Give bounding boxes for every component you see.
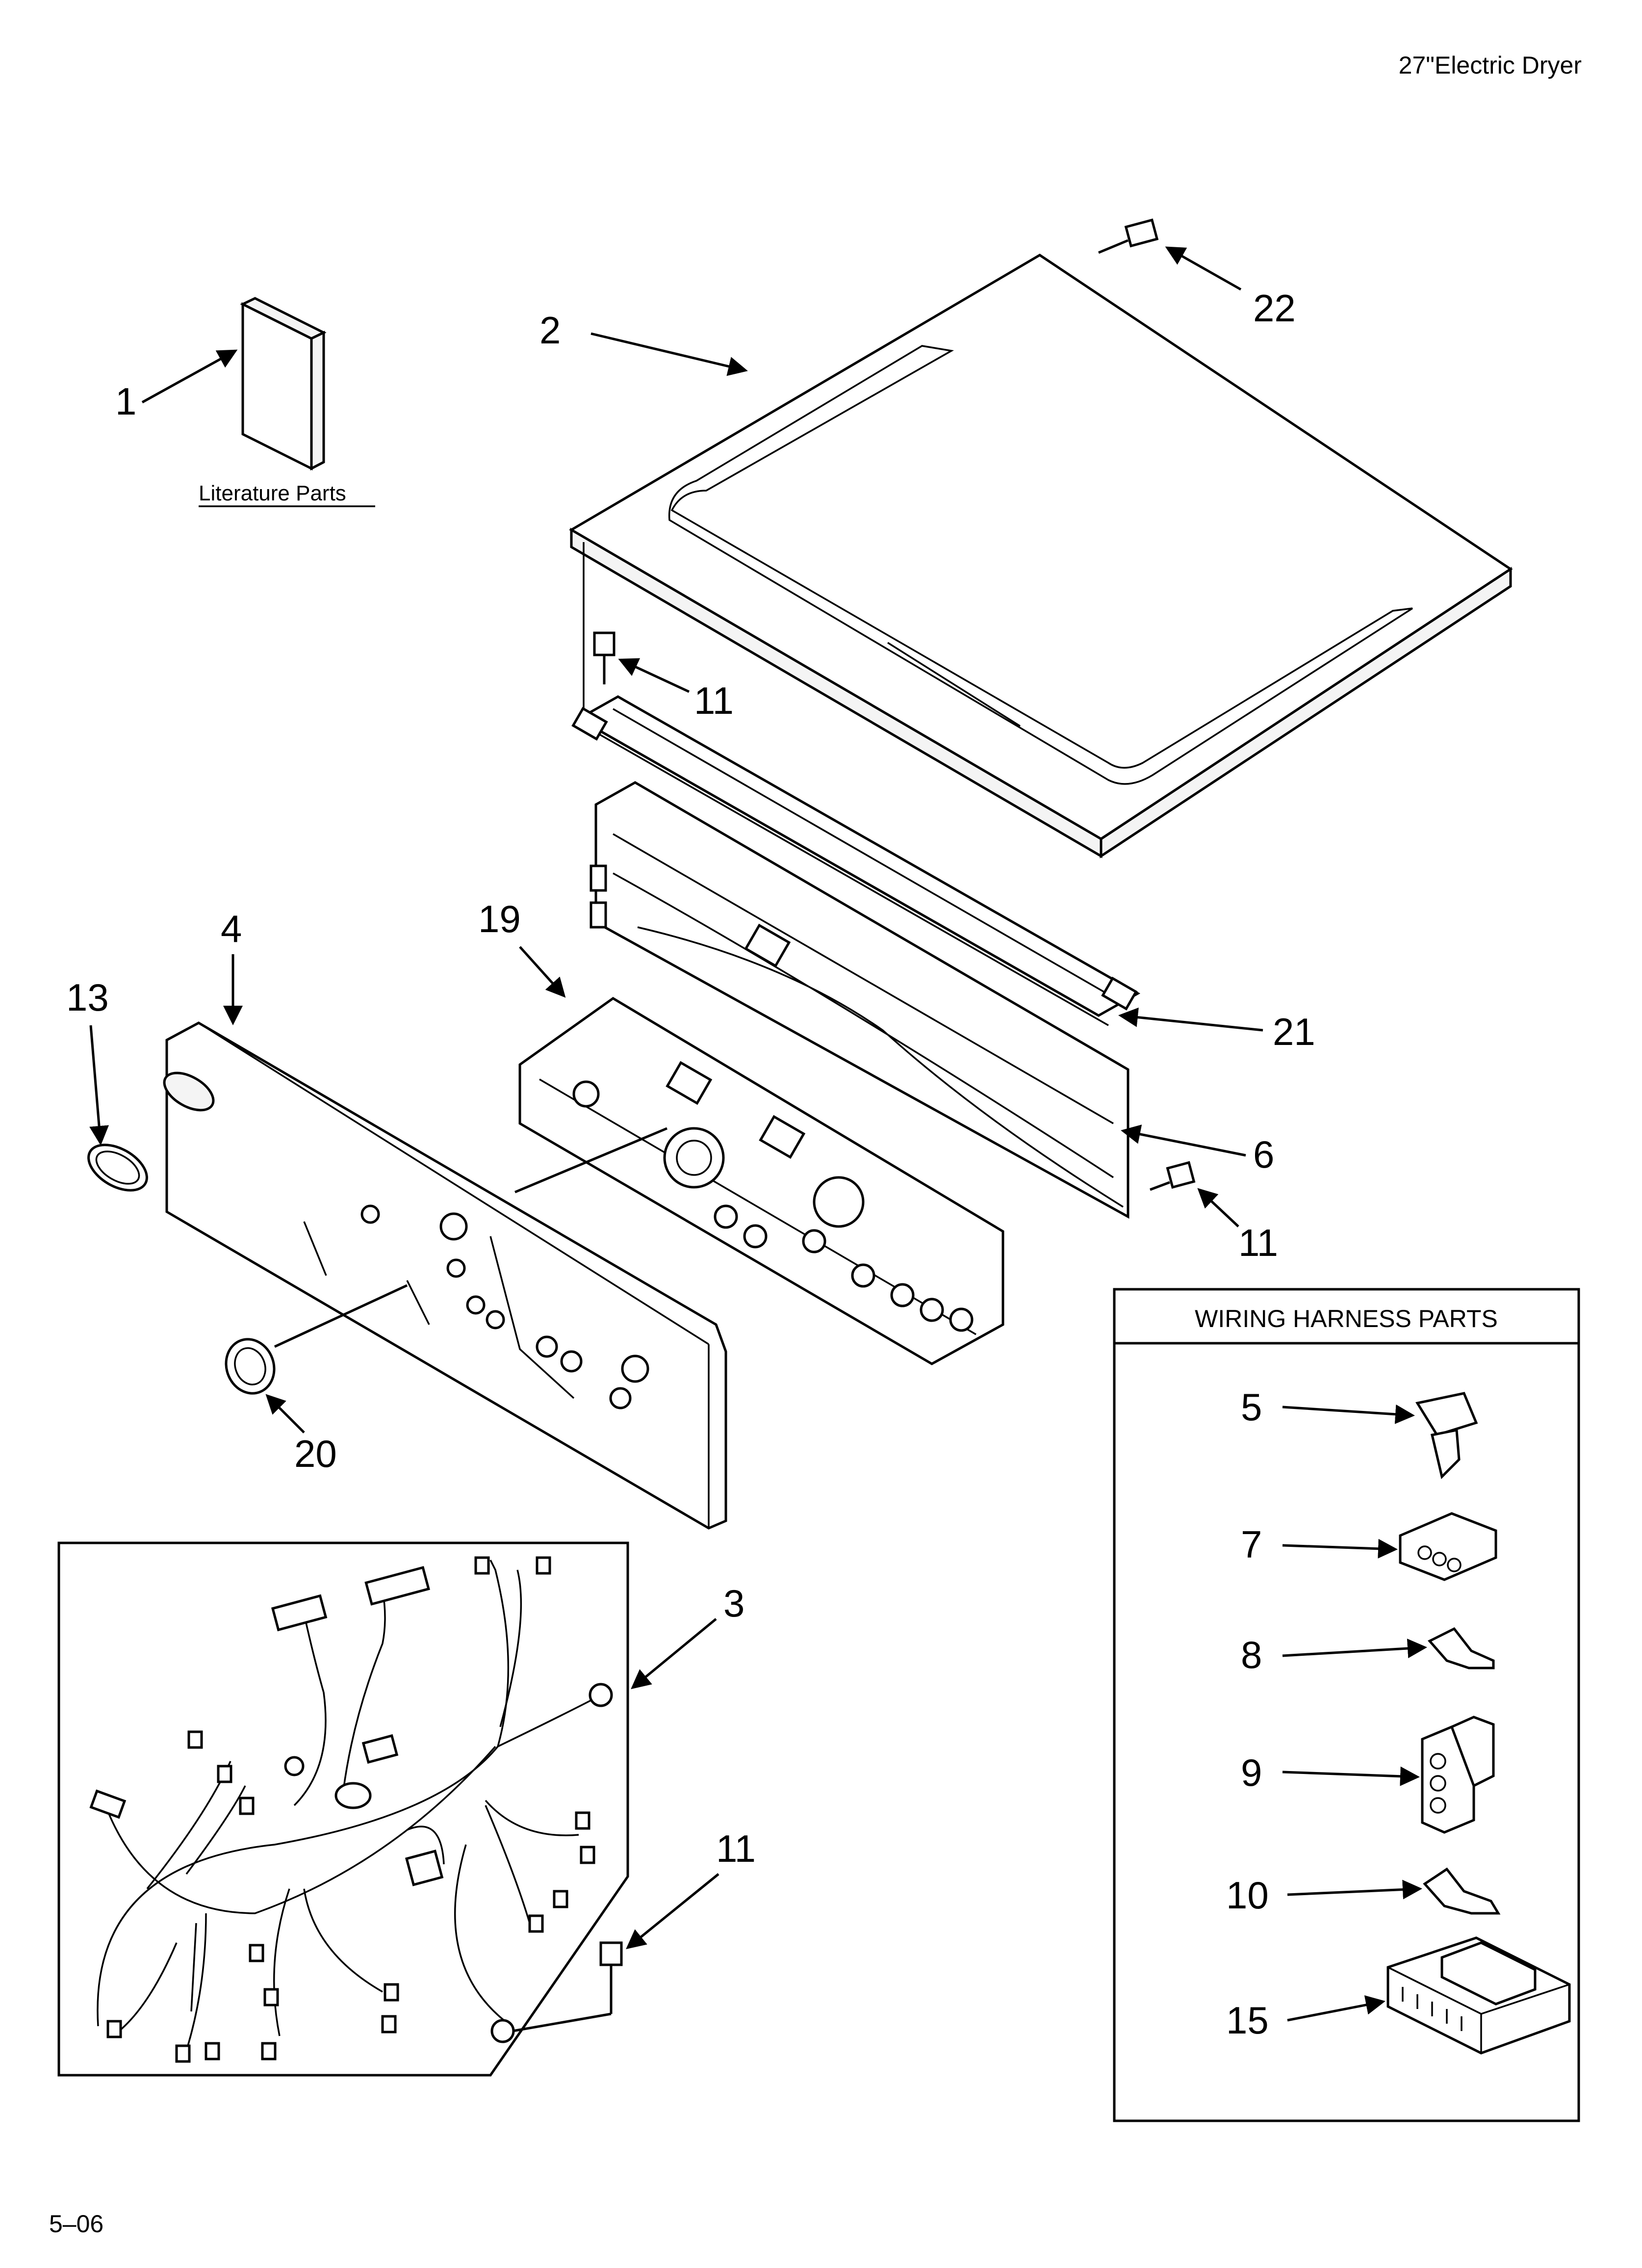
leader-21 [1118, 1007, 1263, 1032]
connector-15-icon [1386, 1936, 1571, 2055]
main-harness-box [57, 1541, 629, 2077]
leader-11-lower [626, 1873, 719, 1950]
screw-11-upper-icon [593, 631, 616, 684]
leader-9 [1282, 1766, 1420, 1786]
callout-3: 3 [723, 1582, 744, 1625]
callout-1: 1 [115, 380, 136, 423]
screw-11-right-icon [1150, 1161, 1196, 1191]
callout-22: 22 [1253, 287, 1296, 330]
console-front [163, 1021, 727, 1530]
control-board [518, 997, 1004, 1365]
leader-15 [1287, 1995, 1385, 2022]
leader-5 [1282, 1404, 1415, 1424]
leader-8 [1282, 1639, 1427, 1659]
leader-13 [89, 1025, 109, 1146]
leader-20 [265, 1394, 305, 1434]
lens-13-icon [87, 1144, 148, 1192]
main-wire-harness [89, 1556, 613, 2063]
wiring-harness-parts-box [1113, 1288, 1580, 2122]
callout-11-lower: 11 [716, 1827, 756, 1870]
leader-7 [1282, 1538, 1398, 1559]
console-brace [571, 695, 1141, 1026]
callout-10: 10 [1226, 1874, 1269, 1917]
callout-15: 15 [1226, 1999, 1269, 2042]
board-alignment-line [514, 1127, 667, 1194]
leader-11-upper [618, 658, 690, 693]
knob-20-icon [225, 1338, 276, 1395]
callout-4: 4 [221, 907, 242, 950]
clip-5-icon [1415, 1392, 1478, 1479]
callout-19: 19 [478, 897, 521, 940]
callout-2: 2 [539, 309, 561, 352]
page-title: 27"Electric Dryer [1399, 52, 1582, 79]
terminal-8-icon [1427, 1627, 1495, 1669]
callout-8: 8 [1241, 1633, 1262, 1676]
callout-6: 6 [1253, 1133, 1274, 1176]
leader-3 [631, 1618, 717, 1690]
screw-22-icon [1098, 218, 1159, 254]
wiring-box-title: WIRING HARNESS PARTS [1195, 1305, 1498, 1332]
page-code: 5–06 [49, 2210, 103, 2238]
knob-alignment-line [274, 1284, 408, 1348]
terminal-10-icon [1423, 1867, 1501, 1915]
leader-22 [1165, 246, 1242, 291]
leader-1 [141, 349, 238, 404]
callout-7: 7 [1241, 1523, 1262, 1566]
callout-5: 5 [1241, 1385, 1262, 1429]
leader-2 [590, 332, 748, 376]
screw-11-lower-icon [512, 1941, 623, 2033]
connector-9-icon [1421, 1716, 1495, 1834]
callout-20: 20 [294, 1432, 337, 1475]
leader-6 [1121, 1124, 1246, 1157]
callout-11-right: 11 [1238, 1221, 1278, 1264]
leader-10 [1287, 1879, 1422, 1900]
callout-13: 13 [66, 976, 109, 1019]
literature-label: Literature Parts [199, 481, 346, 505]
connector-7-icon [1399, 1512, 1497, 1581]
literature-booklet [240, 297, 327, 471]
callout-9: 9 [1241, 1751, 1262, 1794]
callout-21: 21 [1273, 1010, 1315, 1053]
leader-19 [519, 946, 566, 998]
top-panel [569, 254, 1513, 859]
leader-11-right [1197, 1188, 1239, 1227]
callout-11-upper: 11 [694, 679, 734, 722]
